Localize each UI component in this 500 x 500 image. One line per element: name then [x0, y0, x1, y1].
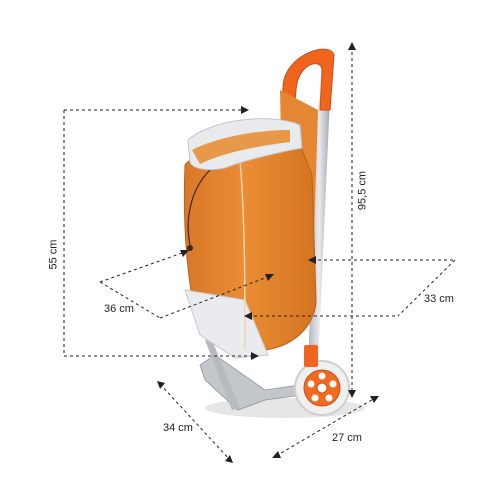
label-bag-depth: 33 cm [424, 293, 454, 305]
arrow-base-depth-left [272, 451, 281, 458]
bag-seam [239, 159, 246, 351]
dim-line-bag-width-c [159, 275, 271, 319]
arrow-base-width-top [157, 381, 165, 389]
label-bag-width: 36 cm [104, 303, 134, 315]
frame-support [205, 340, 240, 410]
label-bag-height: 55 cm [47, 239, 60, 270]
arrow-bag-height-bottom [251, 352, 259, 360]
dim-line-base-width [159, 383, 231, 461]
arrow-bag-height-top [241, 106, 249, 114]
drawstring [187, 169, 211, 246]
drawstring-toggle [187, 245, 193, 251]
arrow-base-width-bottom [225, 455, 233, 463]
label-base-depth: 27 cm [332, 432, 362, 444]
arrow-base-depth-right [370, 396, 379, 403]
label-total-height: 95,5 cm [356, 170, 369, 211]
arrow-total-height-bottom [348, 390, 356, 398]
arrow-bag-width-right [265, 274, 274, 281]
dim-line-bag-width-a [99, 251, 186, 283]
arrow-bag-width-top [180, 250, 189, 257]
label-base-width: 34 cm [163, 422, 193, 434]
arrow-bag-depth-left-top [308, 256, 316, 264]
lid-orange-flap [192, 130, 290, 164]
dim-line-bag-depth-b [397, 259, 456, 317]
axle-bracket [304, 345, 318, 367]
wheel [294, 360, 350, 416]
dim-line-base-depth [275, 397, 376, 457]
arrow-bag-depth-left-bottom [244, 312, 252, 320]
arrow-total-height-top [348, 42, 356, 50]
